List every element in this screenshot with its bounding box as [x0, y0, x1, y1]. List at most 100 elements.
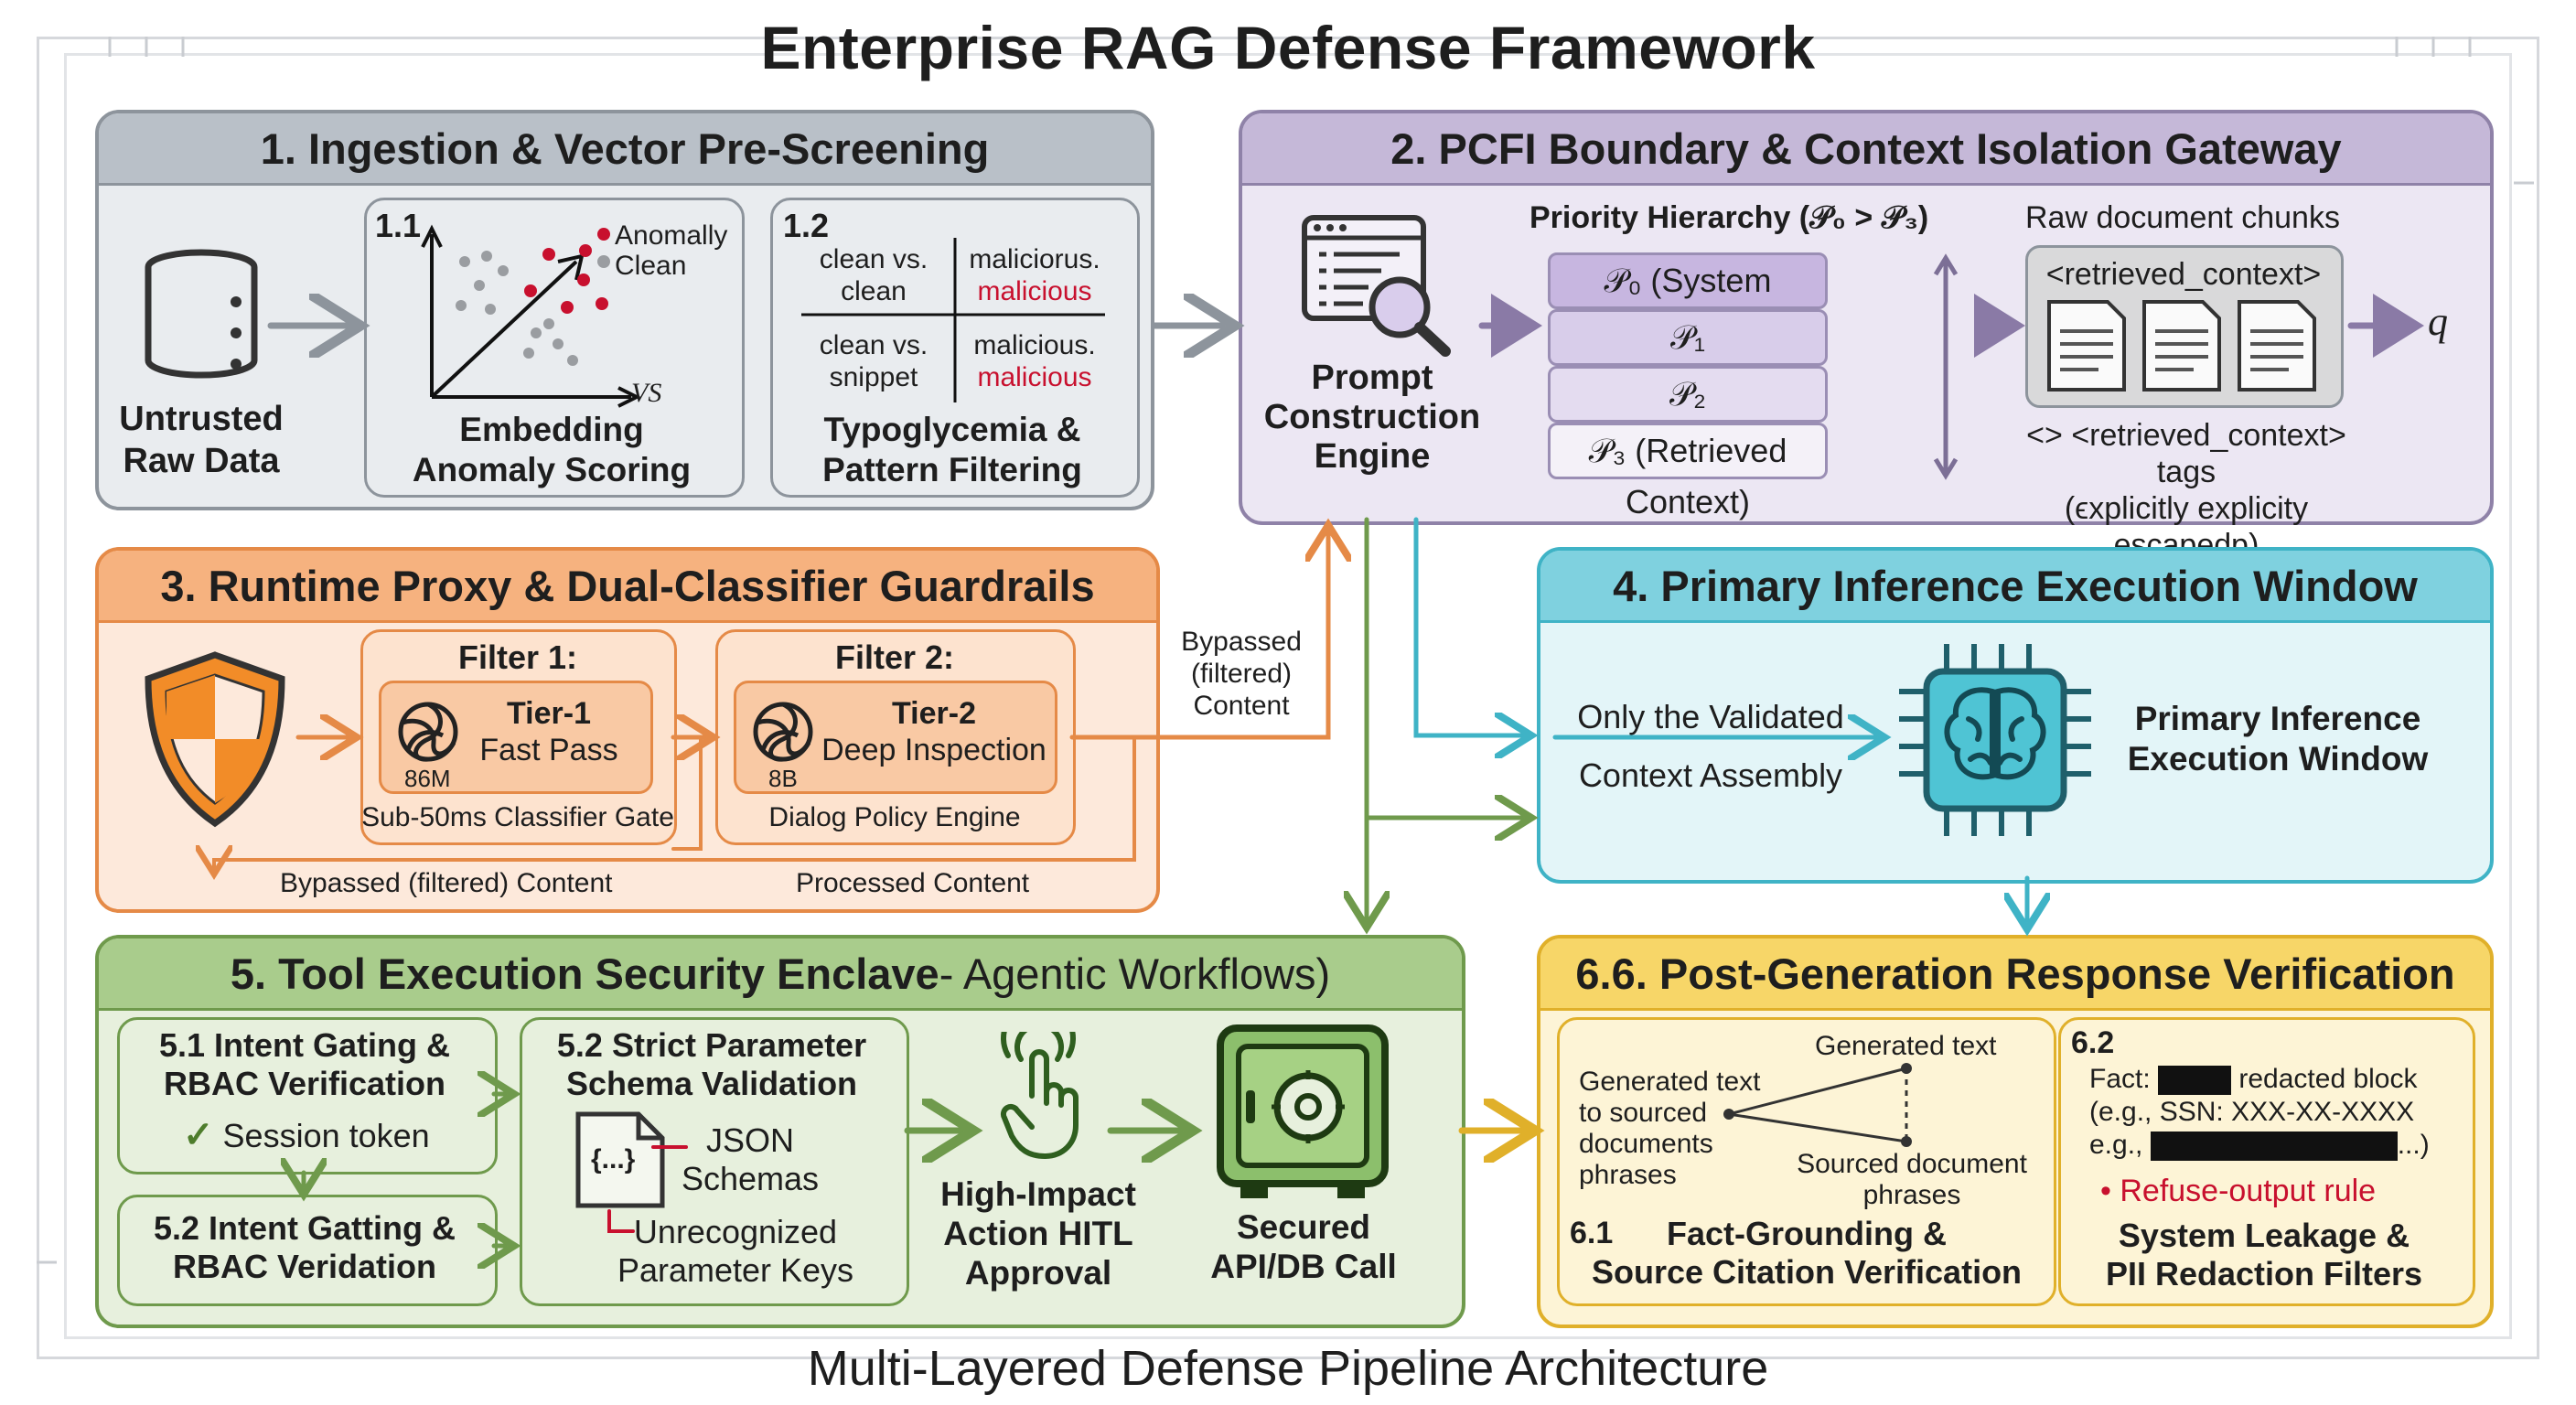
anomaly-scoring-label: Anomaly Scoring	[412, 451, 692, 488]
strict-parameter-line1: 5.2 Strict Parameter	[556, 1026, 867, 1064]
tags-note-line1: <> <retrieved_context> tags	[2026, 418, 2346, 489]
tier-2-size: 8B	[768, 765, 798, 792]
priority-hierarchy-title: Priority Hierarchy (𝒫₀ > 𝒫₃)	[1530, 200, 1929, 235]
grid-tr-1: maliciorus.	[969, 244, 1100, 274]
bypassed-bottom-label: Bypassed (filtered) Content	[280, 868, 613, 898]
sourced-line2: phrases	[1862, 1180, 1961, 1210]
brain-chip-icon	[1899, 644, 2091, 836]
fact-label: Fact:	[2089, 1064, 2151, 1094]
primary-inference-line2: Execution Window	[2127, 740, 2429, 778]
json-line1: JSON	[705, 1121, 794, 1159]
fact-grounding-line2: Source Citation Verification	[1591, 1253, 2023, 1291]
tier-1-text: Tier-1 Fast Pass	[457, 695, 640, 768]
strict-parameter-title: 5.2 Strict Parameter Schema Validation	[521, 1026, 902, 1103]
legend-anomaly: Anomally	[615, 220, 728, 251]
unrec-line2: Parameter Keys	[617, 1251, 854, 1289]
box-1-1-caption: Embedding Anomaly Scoring	[366, 410, 737, 490]
bypassed-side-label: Bypassed (filtered) Content	[1154, 626, 1328, 722]
grid-tl-1: clean vs.	[819, 244, 928, 274]
filter-1-caption: Sub-50ms Classifier Gate	[361, 802, 674, 832]
pattern-filtering-label: Pattern Filtering	[822, 451, 1082, 488]
json-braces-icon: {...}	[591, 1144, 636, 1174]
leakage-filters-title: System Leakage & PII Redaction Filters	[2060, 1217, 2468, 1293]
intent-gatting-line1: 5.2 Intent Gatting &	[153, 1209, 456, 1247]
sourced-phrases-label: Sourced document phrases	[1775, 1149, 2049, 1211]
prompt-engine-icon	[1302, 215, 1451, 357]
panel-inference-header: 4. Primary Inference Execution Window	[1540, 551, 2490, 623]
priority-p3: 𝒫₃ (Retrieved Context)	[1548, 423, 1828, 520]
redacted-bar-2	[2150, 1132, 2398, 1162]
gen-left-4: phrases	[1579, 1160, 1677, 1190]
fact-grounding-line1: Fact-Grounding &	[1667, 1215, 1947, 1252]
priority-vertical-arrow	[1933, 253, 1959, 480]
tier-1-label: Tier-1	[507, 696, 591, 731]
leakage-line2: PII Redaction Filters	[2105, 1255, 2423, 1292]
hitl-approval-label: High-Impact Action HITL Approval	[924, 1174, 1153, 1292]
database-icon	[145, 249, 258, 379]
prompt-engine-label: Prompt Construction Engine	[1253, 359, 1491, 477]
json-schemas-label: JSON Schemas	[677, 1121, 823, 1198]
bullet-dot: •	[2100, 1174, 2111, 1208]
refuse-output-rule: • Refuse-output rule	[2100, 1173, 2376, 1209]
grid-bottom-right: malicious. malicious	[957, 329, 1112, 393]
gen-text-left: Generated text to sourced documents phra…	[1579, 1067, 1760, 1191]
api-line2: API/DB Call	[1210, 1248, 1397, 1285]
intent-gating-line2: RBAC Verification	[163, 1065, 446, 1102]
redaction-line1: Fact: redacted block	[2089, 1063, 2430, 1096]
panel-runtime-header: 3. Runtime Proxy & Dual-Classifier Guard…	[99, 551, 1156, 623]
primary-inference-label: Primary Inference Execution Window	[2104, 699, 2452, 779]
hitl-line2: Action HITL	[943, 1215, 1133, 1252]
secured-api-label: Secured API/DB Call	[1189, 1207, 1418, 1286]
panel-post-generation-header: 6.6. Post-Generation Response Verificati…	[1540, 938, 2490, 1011]
fact-grounding-title: Fact-Grounding & Source Citation Verific…	[1564, 1215, 2049, 1292]
grid-bl-1: clean vs.	[819, 330, 928, 360]
gen-left-2: to sourced	[1579, 1098, 1708, 1128]
hitl-line1: High-Impact	[940, 1175, 1136, 1213]
priority-p1: 𝒫₁	[1548, 309, 1828, 366]
grid-bottom-left: clean vs. snippet	[796, 329, 951, 393]
strict-parameter-line2: Schema Validation	[565, 1065, 858, 1102]
box-1-1-number: 1.1	[375, 207, 422, 244]
citation-link-lines	[1723, 1063, 1912, 1147]
leakage-line1: System Leakage &	[2118, 1217, 2410, 1254]
box-1-2-number: 1.2	[783, 207, 830, 244]
sourced-line1: Sourced document	[1797, 1149, 2027, 1179]
priority-p0: 𝒫₀ (System Directives)	[1548, 252, 1828, 350]
grid-bl-2: snippet	[829, 362, 918, 392]
grid-top-right: maliciorus. malicious	[957, 243, 1112, 307]
box-intent-gating	[117, 1017, 498, 1174]
raw-chunks-title: Raw document chunks	[2025, 200, 2340, 235]
safe-vault-icon	[1217, 1024, 1389, 1198]
box-fact-grounding	[1557, 1017, 2056, 1306]
legend-clean: Clean	[615, 251, 687, 281]
tool-header-rest: - Agentic Workflows)	[939, 949, 1331, 998]
hitl-line3: Approval	[964, 1254, 1112, 1292]
eg-label: e.g.,	[2089, 1130, 2143, 1160]
tier-1-size: 86M	[404, 765, 451, 792]
bypassed-side-1: Bypassed	[1181, 627, 1302, 657]
tier-2-desc: Deep Inspection	[821, 733, 1046, 767]
panel-tool-header: 5. Tool Execution Security Enclave - Age…	[99, 938, 1462, 1011]
inner-frame	[64, 53, 2512, 1339]
intent-gating-line1: 5.1 Intent Gating &	[158, 1026, 451, 1064]
gen-left-3: documents	[1579, 1129, 1713, 1159]
processed-content-label: Processed Content	[796, 868, 1030, 898]
redaction-line3: e.g., ...)	[2089, 1129, 2430, 1162]
intent-gatting-line2: RBAC Veridation	[172, 1248, 437, 1285]
filter-2-caption: Dialog Policy Engine	[768, 802, 1021, 832]
redacted-label: redacted block	[2238, 1064, 2418, 1094]
ssn-example: (e.g., SSN: XXX-XX-XXXX	[2089, 1097, 2415, 1127]
panel-ingestion-header: 1. Ingestion & Vector Pre-Screening	[99, 113, 1151, 186]
embedding-label: Embedding	[459, 411, 644, 448]
grid-br-2: malicious	[977, 362, 1092, 392]
box-6-2-number: 6.2	[2071, 1025, 2115, 1060]
ai-model-icon-tier2	[753, 702, 813, 762]
tier-2-text: Tier-2 Deep Inspection	[814, 695, 1054, 768]
unrecognized-keys-label: Unrecognized Parameter Keys	[598, 1213, 873, 1290]
db-label-line1: Untrusted	[119, 400, 284, 438]
engine-line1: Prompt	[1311, 359, 1433, 397]
scatter-plot-icon	[421, 224, 641, 408]
query-q-label: q	[2428, 299, 2448, 344]
grid-tr-2: malicious	[977, 276, 1092, 306]
